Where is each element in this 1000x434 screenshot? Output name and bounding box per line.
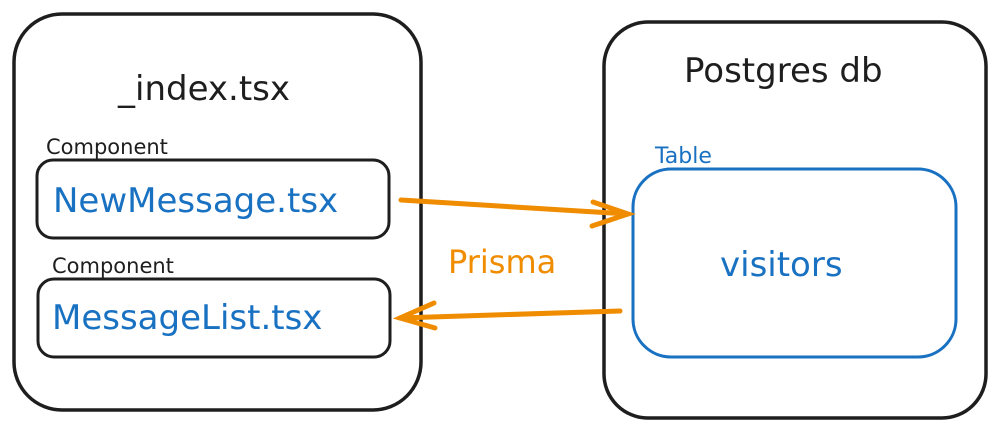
component-label-2: Component xyxy=(52,254,174,278)
prisma-label: Prisma xyxy=(448,243,557,281)
arrow-to-message-list xyxy=(392,300,623,331)
index-title: _index.tsx xyxy=(118,69,290,109)
component-label-1: Component xyxy=(46,135,168,159)
visitors-table-box xyxy=(631,167,958,359)
message-list-box xyxy=(36,277,392,359)
message-list-name: MessageList.tsx xyxy=(52,298,323,338)
index-container-box xyxy=(12,12,423,412)
arrow-to-table xyxy=(398,197,636,229)
new-message-box xyxy=(35,158,391,240)
table-label: Table xyxy=(655,144,712,169)
new-message-name: NewMessage.tsx xyxy=(53,181,339,221)
postgres-title: Postgres db xyxy=(684,51,883,91)
visitors-table-name: visitors xyxy=(720,245,843,285)
